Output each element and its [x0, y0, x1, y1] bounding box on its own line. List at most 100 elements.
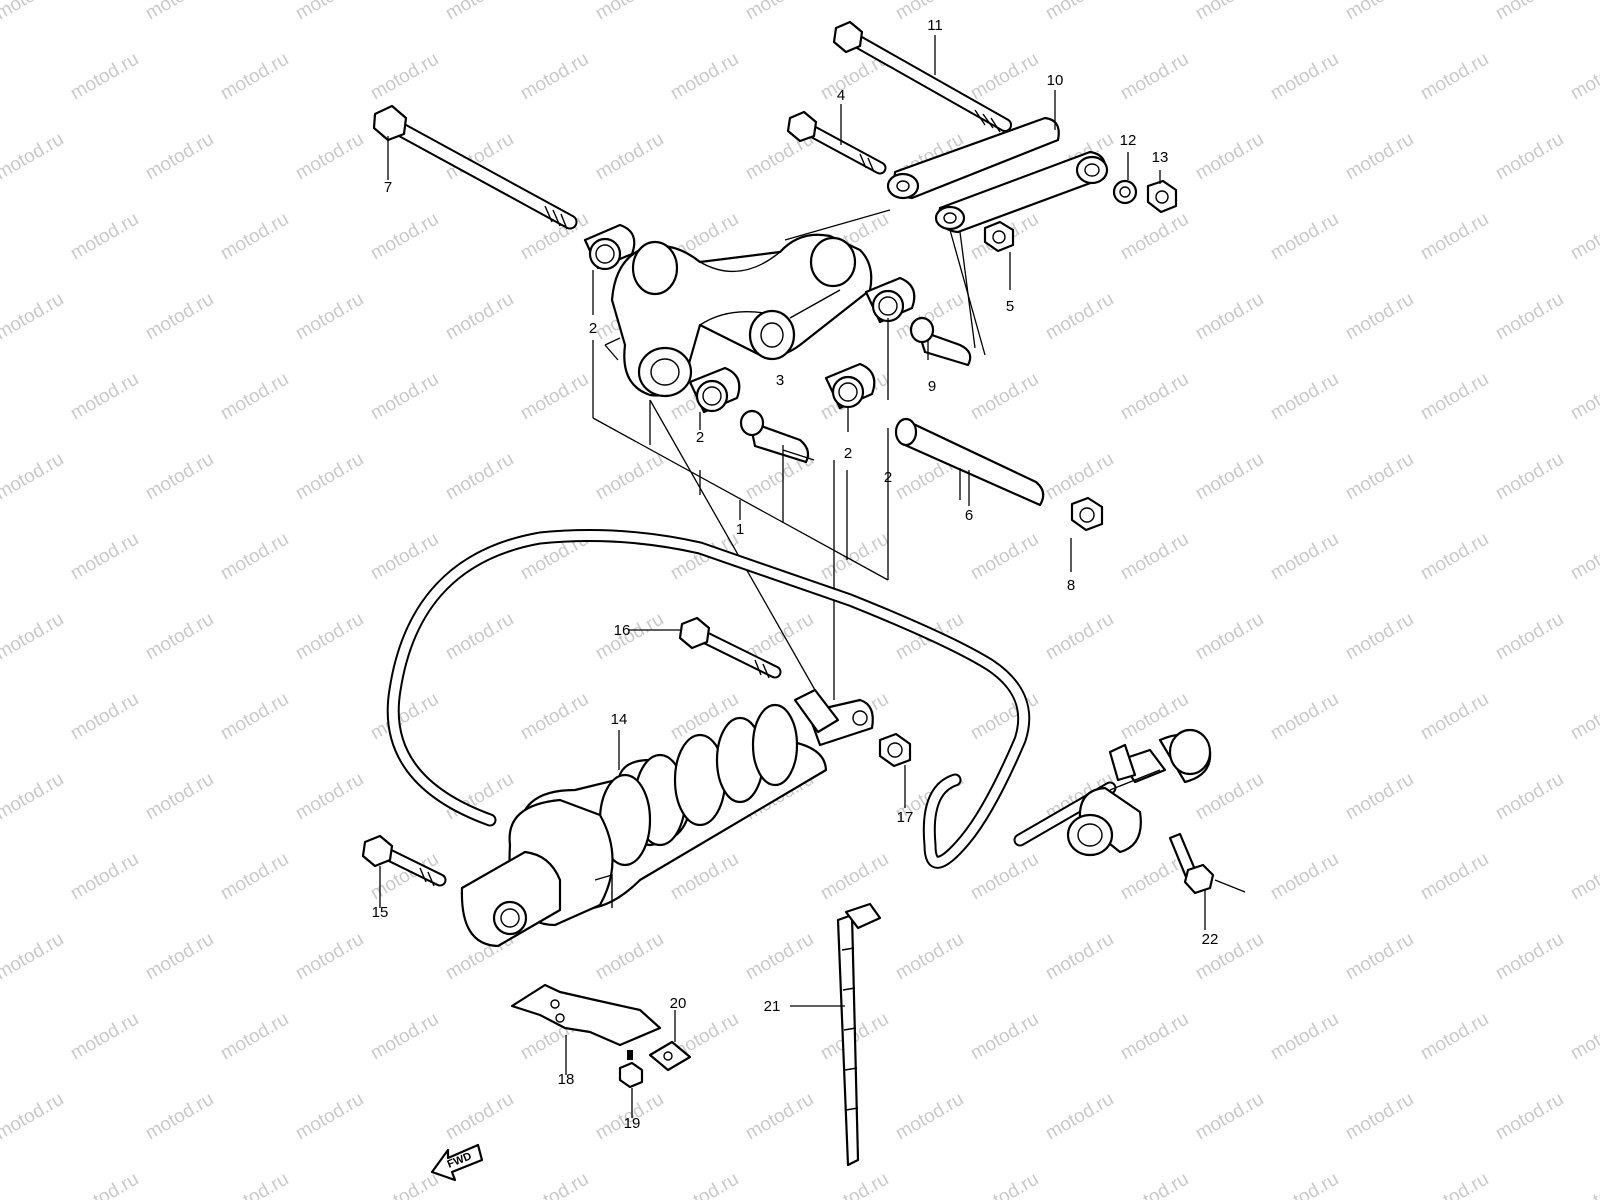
watermark-text: motod.ru	[217, 369, 292, 425]
screw-19	[618, 1050, 644, 1089]
watermark-text: motod.ru	[592, 0, 667, 24]
callout-14: 14	[611, 711, 628, 728]
watermark-text: motod.ru	[292, 129, 367, 185]
watermark-text: motod.ru	[142, 609, 217, 665]
watermark-text: motod.ru	[217, 1009, 292, 1065]
watermark-text: motod.ru	[292, 609, 367, 665]
watermark-text: motod.ru	[967, 689, 1042, 745]
watermark-text: motod.ru	[967, 1169, 1042, 1200]
bearing-2-mid	[688, 366, 741, 414]
callout-10: 10	[1047, 72, 1064, 89]
watermark-text: motod.ru	[1267, 529, 1342, 585]
screw-22	[1168, 832, 1215, 895]
watermark-text: motod.ru	[967, 49, 1042, 105]
washer-12	[1112, 179, 1138, 205]
watermark-text: motod.ru	[367, 369, 442, 425]
nut-5	[983, 220, 1015, 253]
watermark-text: motod.ru	[967, 369, 1042, 425]
watermark-text: motod.ru	[1267, 1009, 1342, 1065]
remote-adjuster-hose	[386, 529, 1117, 869]
watermark-text: motod.ru	[1567, 1009, 1600, 1065]
watermark-text: motod.ru	[442, 609, 517, 665]
watermark-text: motod.ru	[1492, 129, 1567, 185]
fwd-arrow-icon: FWD	[430, 1143, 484, 1182]
watermark-text: motod.ru	[1042, 609, 1117, 665]
nut-17	[878, 732, 912, 768]
watermark-text: motod.ru	[292, 289, 367, 345]
watermark-text: motod.ru	[142, 1089, 217, 1145]
watermark-text: motod.ru	[1567, 529, 1600, 585]
watermark-text: motod.ru	[1267, 209, 1342, 265]
callout-20: 20	[670, 995, 687, 1012]
watermark-text: motod.ru	[1342, 609, 1417, 665]
watermark-text: motod.ru	[442, 289, 517, 345]
watermark-text: motod.ru	[742, 0, 817, 24]
callout-17: 17	[897, 809, 914, 826]
watermark-text: motod.ru	[217, 849, 292, 905]
watermark-text: motod.ru	[1267, 49, 1342, 105]
watermark-text: motod.ru	[1117, 49, 1192, 105]
watermark-text: motod.ru	[67, 689, 142, 745]
callout-1: 1	[736, 521, 744, 538]
spacer-3	[739, 409, 810, 464]
callout-leaders	[379, 35, 1246, 1118]
callout-2a: 2	[589, 320, 597, 337]
watermark-text: motod.ru	[1042, 0, 1117, 24]
bearing-2-lower	[824, 362, 876, 410]
watermark-text: motod.ru	[67, 369, 142, 425]
watermark-text: motod.ru	[1192, 1089, 1267, 1145]
cable-tie-21	[836, 902, 882, 1167]
callout-2b: 2	[696, 429, 704, 446]
watermark-text: motod.ru	[1267, 1169, 1342, 1200]
adjuster-22-assembly	[1066, 728, 1212, 857]
watermark-text: motod.ru	[667, 1169, 742, 1200]
watermark-text: motod.ru	[1117, 1169, 1192, 1200]
watermark-text: motod.ru	[1117, 529, 1192, 585]
callout-7: 7	[384, 179, 392, 196]
watermark-text: motod.ru	[1567, 209, 1600, 265]
group-bracket-lines	[592, 252, 1072, 700]
watermark-text: motod.ru	[0, 449, 67, 505]
callout-11: 11	[927, 17, 943, 34]
callout-3: 3	[776, 372, 784, 389]
watermark-text: motod.ru	[442, 0, 517, 24]
watermark-text: motod.ru	[217, 1169, 292, 1200]
watermark-text: motod.ru	[292, 1089, 367, 1145]
watermark-text: motod.ru	[742, 1089, 817, 1145]
watermark-text: motod.ru	[142, 129, 217, 185]
watermark-text: motod.ru	[517, 49, 592, 105]
watermark-text: motod.ru	[67, 529, 142, 585]
watermark-text: motod.ru	[1417, 849, 1492, 905]
watermark-text: motod.ru	[1417, 369, 1492, 425]
cushion-lever-1	[610, 233, 873, 398]
bolt-7	[372, 104, 578, 230]
watermark-text: motod.ru	[1342, 129, 1417, 185]
watermark-text: motod.ru	[1567, 1169, 1600, 1200]
watermark-text: motod.ru	[1417, 49, 1492, 105]
watermark-text: motod.ru	[1492, 289, 1567, 345]
watermark-text: motod.ru	[817, 849, 892, 905]
watermark-text: motod.ru	[292, 0, 367, 24]
watermark-text: motod.ru	[1492, 769, 1567, 825]
watermark-text: motod.ru	[67, 1169, 142, 1200]
spacer-6	[894, 417, 1045, 507]
watermark-text: motod.ru	[217, 689, 292, 745]
watermark-text: motod.ru	[0, 289, 67, 345]
watermark-text: motod.ru	[1117, 369, 1192, 425]
watermark-text: motod.ru	[1567, 849, 1600, 905]
watermark-text: motod.ru	[1342, 929, 1417, 985]
watermark-text: motod.ru	[667, 49, 742, 105]
bolt-15	[361, 834, 447, 887]
assembly-guides	[784, 209, 986, 356]
bolt-11	[832, 20, 1012, 133]
spacer-9	[909, 316, 972, 367]
watermark-text: motod.ru	[1042, 289, 1117, 345]
watermark-text: motod.ru	[1417, 689, 1492, 745]
callout-18: 18	[558, 1071, 575, 1088]
watermark-text: motod.ru	[1417, 1009, 1492, 1065]
watermark-text: motod.ru	[1267, 369, 1342, 425]
watermark-text: motod.ru	[142, 929, 217, 985]
callout-13: 13	[1152, 149, 1169, 166]
